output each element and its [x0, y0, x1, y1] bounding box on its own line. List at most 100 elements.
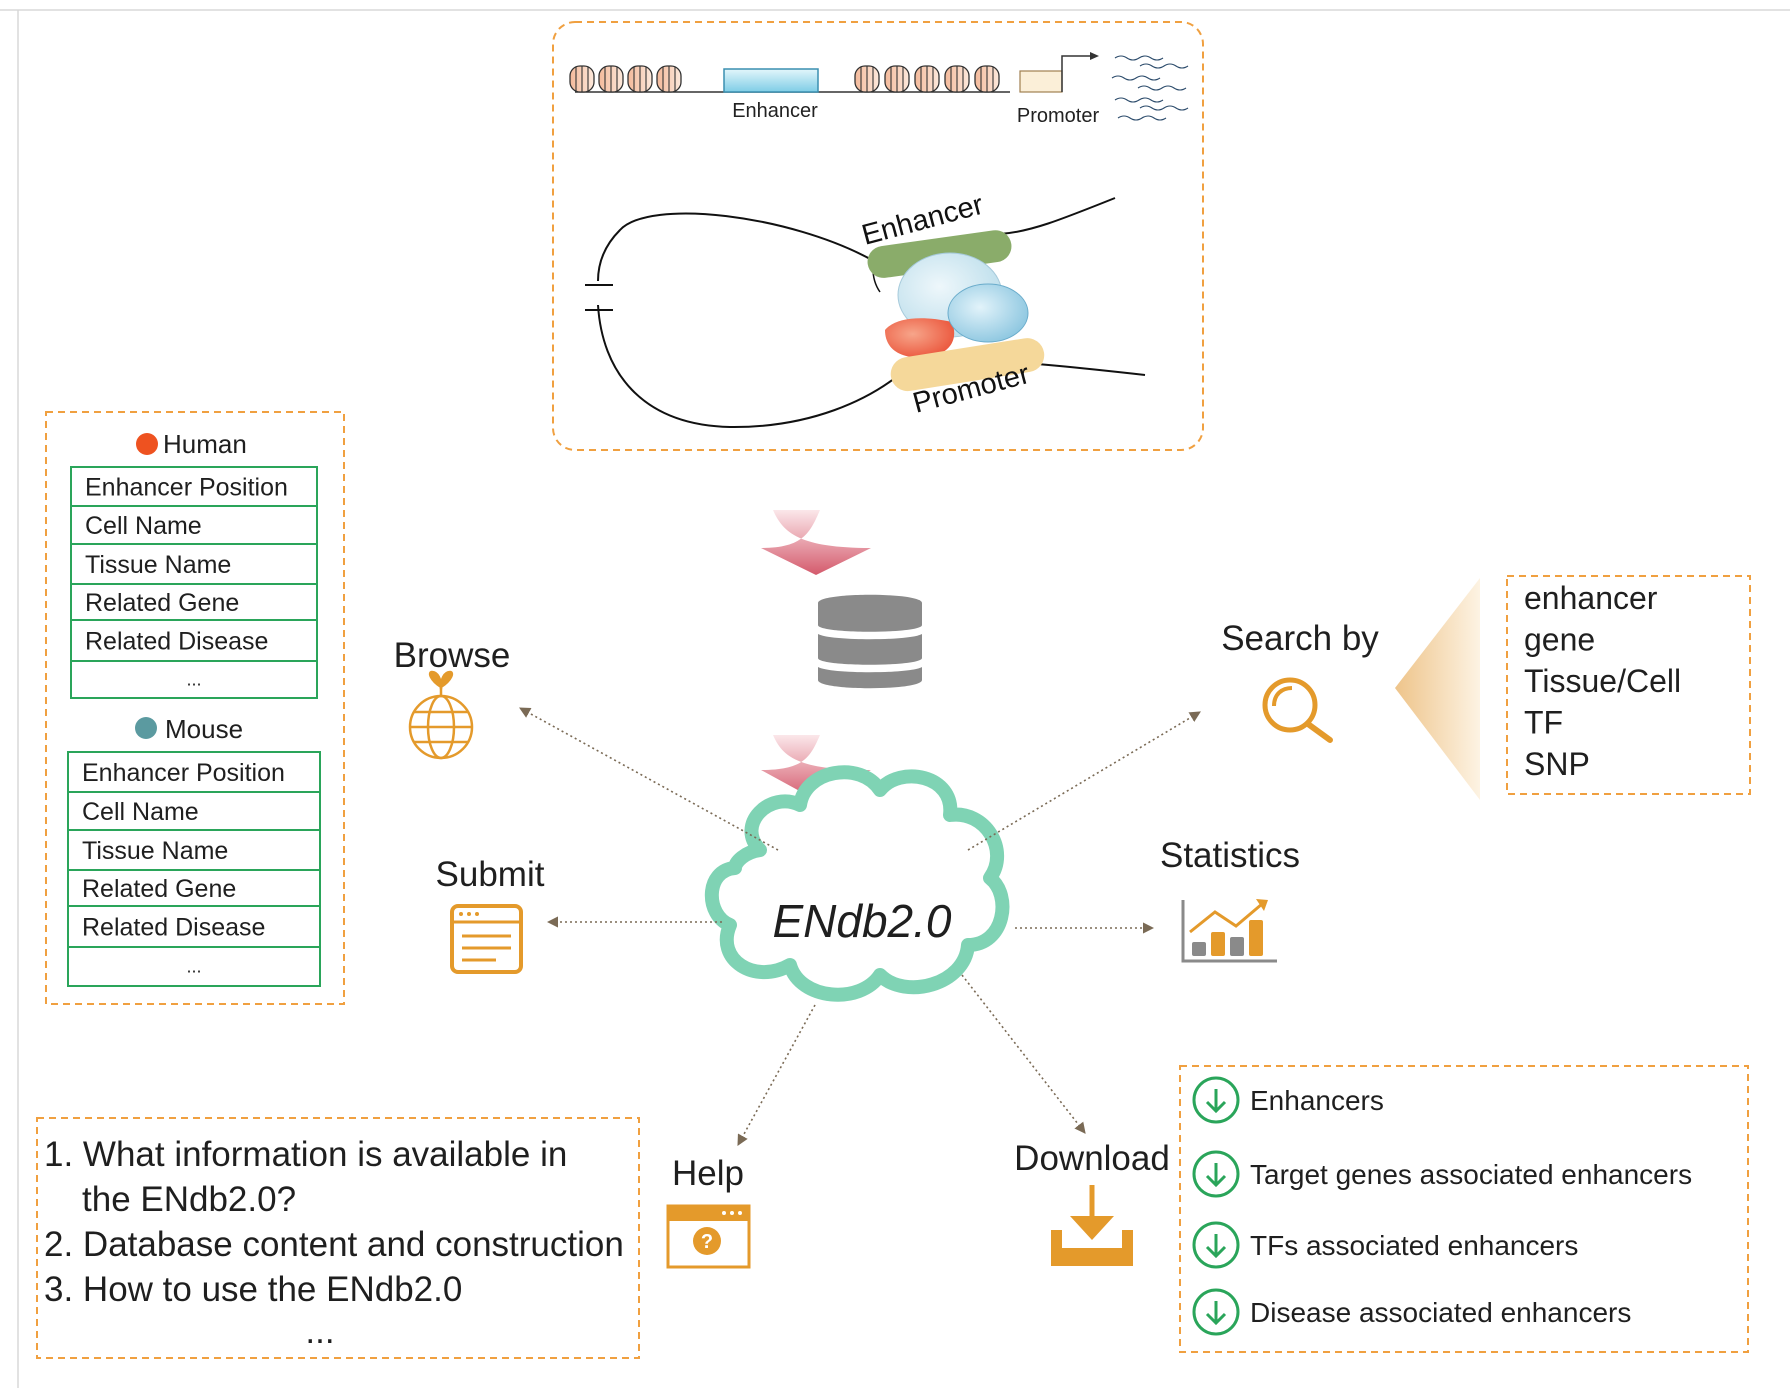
field-row: Tissue Name	[70, 543, 318, 585]
field-row: Cell Name	[67, 791, 321, 831]
statistics-label[interactable]: Statistics	[1160, 836, 1300, 875]
human-species-label: Human	[163, 429, 247, 459]
download-item-label[interactable]: Disease associated enhancers	[1250, 1297, 1631, 1328]
loop-dna-lower	[597, 304, 1146, 429]
search-term-item[interactable]: TF	[1524, 705, 1563, 741]
field-row: Related Gene	[67, 869, 321, 907]
download-item-label[interactable]: TFs associated enhancers	[1250, 1230, 1578, 1261]
download-circle-icon[interactable]	[1192, 1150, 1240, 1198]
help-faq-item[interactable]: 2. Database content and construction	[44, 1225, 624, 1264]
genome-panel-border	[552, 21, 1204, 451]
help-window-icon[interactable]: ?	[666, 1204, 751, 1269]
nucleosomes-right	[854, 65, 1000, 93]
search-label[interactable]: Search by	[1221, 619, 1379, 658]
field-row: ...	[67, 946, 321, 987]
mouse-species-label: Mouse	[165, 714, 243, 744]
nucleosome-icon	[569, 65, 595, 93]
promoter-element-box	[1019, 70, 1063, 93]
browse-label[interactable]: Browse	[394, 636, 511, 675]
download-item-label[interactable]: Enhancers	[1250, 1085, 1384, 1116]
field-label: Related Disease	[85, 628, 268, 656]
magnifier-icon[interactable]	[1262, 677, 1333, 743]
promoter-label: Promoter	[1017, 105, 1100, 127]
download-circle-icon[interactable]	[1192, 1076, 1240, 1124]
arrow-to-download	[961, 974, 1086, 1134]
help-faq-item[interactable]: 3. How to use the ENdb2.0	[44, 1270, 462, 1309]
field-row: Related Gene	[70, 583, 318, 621]
nucleosome-icon	[598, 65, 624, 93]
transcription-factor-blob	[885, 318, 955, 358]
download-item[interactable]: Disease associated enhancers	[1192, 1288, 1631, 1336]
download-label[interactable]: Download	[1014, 1139, 1170, 1178]
help-faq-border	[36, 1117, 640, 1359]
transcript-waves-icon	[1111, 55, 1189, 121]
field-label: Enhancer Position	[85, 474, 288, 502]
nucleosome-icon	[854, 65, 880, 93]
field-label: Cell Name	[82, 798, 199, 826]
tss-arrowhead-icon	[1090, 52, 1099, 60]
field-row: Enhancer Position	[70, 466, 318, 507]
arrow-to-browse	[519, 707, 779, 851]
search-fan-shape	[1395, 578, 1480, 800]
search-term-item[interactable]: enhancer	[1524, 580, 1658, 616]
endb-cloud: ENdb2.0	[704, 765, 1010, 1002]
download-circle-icon[interactable]	[1192, 1288, 1240, 1336]
download-item[interactable]: TFs associated enhancers	[1192, 1221, 1578, 1269]
promoter-segment-bar	[890, 338, 1045, 392]
down-arrow-top	[754, 510, 871, 575]
field-label: Related Disease	[82, 914, 265, 942]
connector-arrows	[519, 707, 1201, 1146]
loop-dna-upper	[597, 197, 1116, 282]
search-term-item[interactable]: SNP	[1524, 746, 1590, 782]
help-faq-list: 1. What information is available in the E…	[44, 1135, 624, 1351]
download-item[interactable]: Target genes associated enhancers	[1192, 1150, 1692, 1198]
field-label: ...	[186, 670, 201, 690]
database-title: ENdb2.0	[772, 895, 951, 947]
enhancer-element-box	[723, 68, 819, 93]
field-label: Tissue Name	[85, 551, 231, 579]
submit-label[interactable]: Submit	[436, 855, 545, 894]
arrow-to-help	[737, 1004, 816, 1146]
field-row: ...	[70, 660, 318, 699]
mouse-dot-icon	[135, 717, 157, 739]
search-term-item[interactable]: gene	[1524, 622, 1595, 658]
field-row: Tissue Name	[67, 829, 321, 871]
enhancer-label: Enhancer	[732, 100, 818, 122]
download-item[interactable]: Enhancers	[1192, 1076, 1384, 1124]
globe-sprout-icon[interactable]	[408, 670, 474, 760]
nucleosome-icon	[914, 65, 940, 93]
nucleosome-icon	[656, 65, 682, 93]
field-label: Cell Name	[85, 512, 202, 540]
nucleosome-icon	[627, 65, 653, 93]
nucleosomes-left	[569, 65, 682, 93]
help-label[interactable]: Help	[672, 1154, 744, 1193]
bar-chart-trend-icon[interactable]	[1181, 899, 1277, 963]
download-tray-icon[interactable]	[1051, 1185, 1133, 1266]
field-label: Related Gene	[82, 875, 236, 903]
search-term-item[interactable]: Tissue/Cell	[1524, 663, 1681, 699]
nucleosome-icon	[884, 65, 910, 93]
help-faq-item[interactable]: ...	[305, 1312, 334, 1351]
tss-arrow-icon	[1061, 55, 1092, 92]
form-window-icon[interactable]	[450, 904, 523, 974]
arrow-to-search	[967, 711, 1201, 851]
download-list-border	[1179, 1065, 1749, 1353]
field-row: Related Disease	[70, 619, 318, 662]
download-circle-icon[interactable]	[1192, 1221, 1240, 1269]
database-icon	[818, 594, 922, 689]
field-label: ...	[186, 957, 201, 977]
download-item-label[interactable]: Target genes associated enhancers	[1250, 1159, 1692, 1190]
field-label: Related Gene	[85, 589, 239, 617]
field-label: Enhancer Position	[82, 759, 285, 787]
human-dot-icon	[136, 433, 158, 455]
help-faq-item[interactable]: the ENdb2.0?	[82, 1180, 296, 1219]
genome-panel: Enhancer Promoter Enhancer Promoter	[552, 21, 1204, 451]
help-faq-item[interactable]: 1. What information is available in	[44, 1135, 567, 1174]
coactivator-blob	[947, 283, 1029, 343]
